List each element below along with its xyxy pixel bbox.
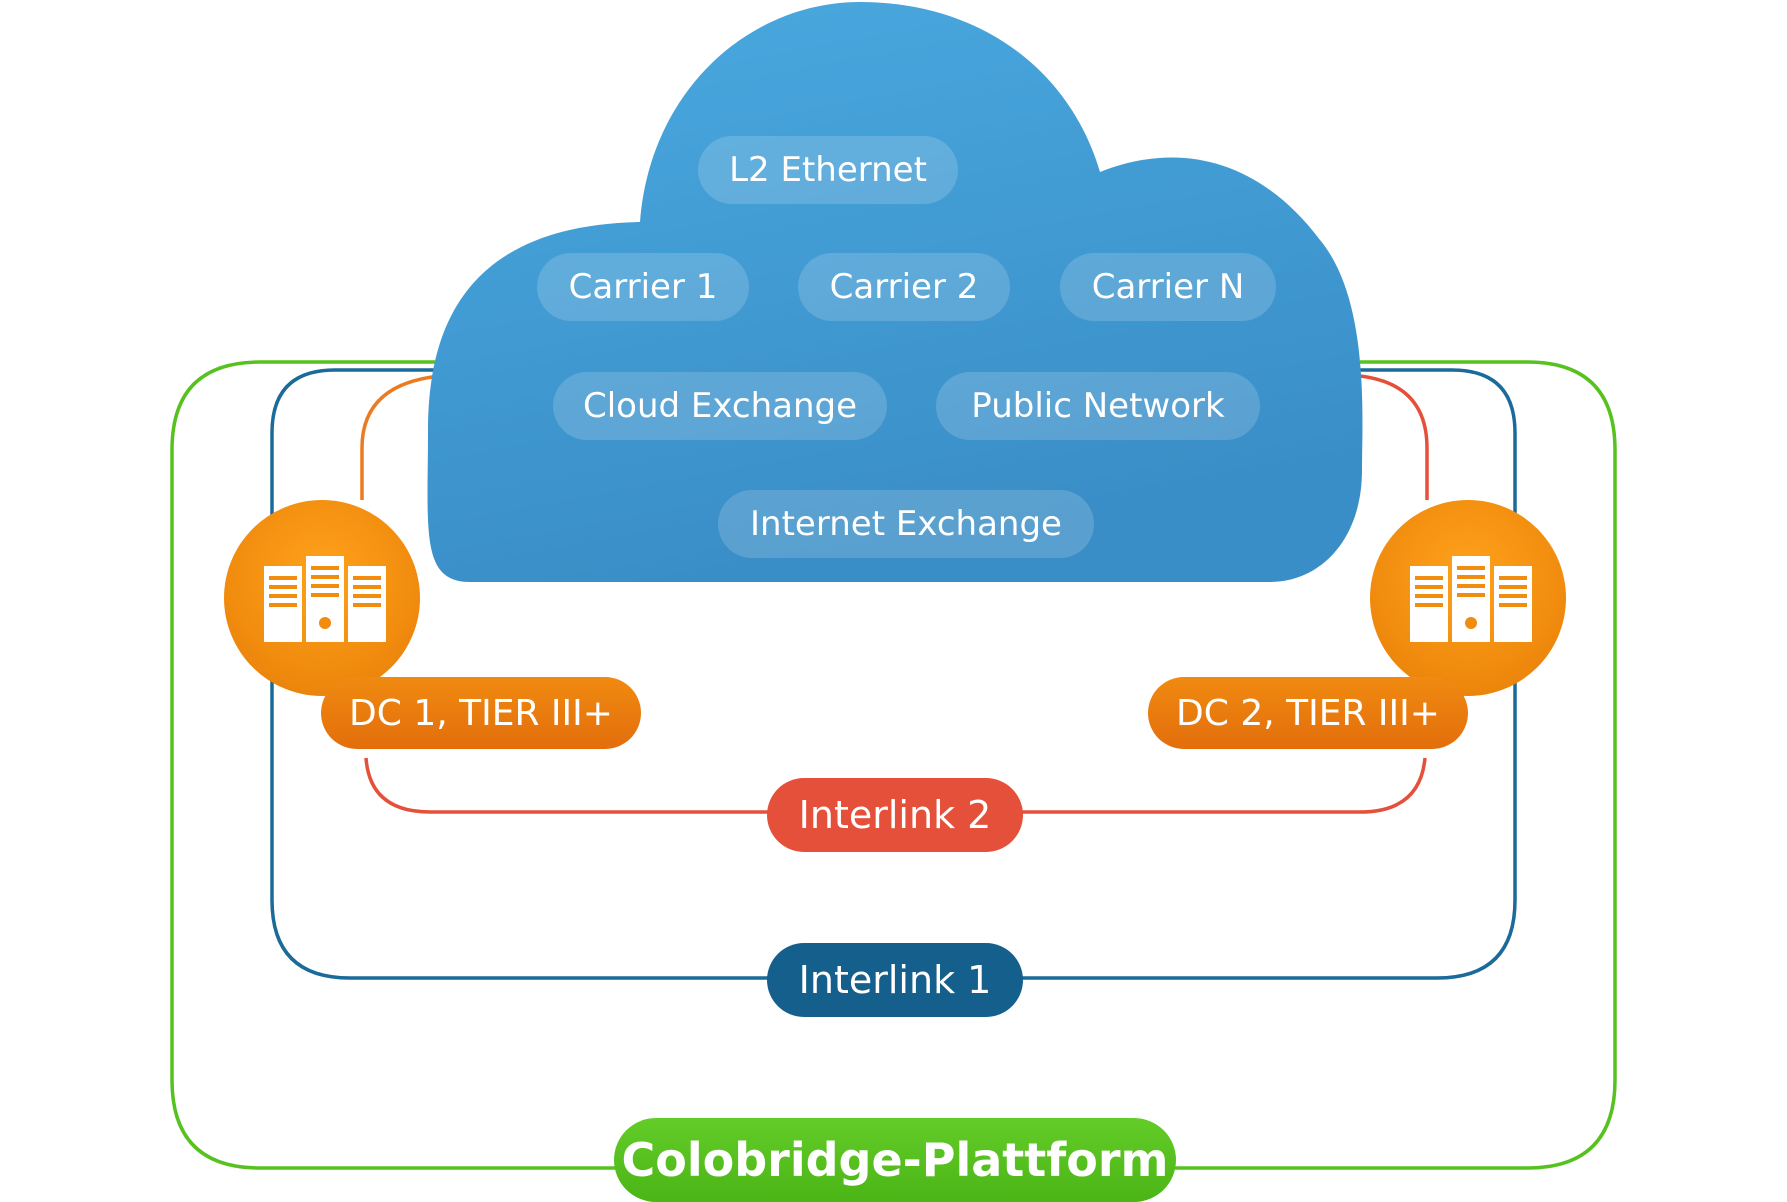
dc1-server-icon — [224, 500, 420, 696]
dc2-server-icon — [1370, 500, 1566, 696]
cloud-item-carrier-2: Carrier 2 — [798, 253, 1010, 321]
interlink1-label: Interlink 1 — [767, 943, 1023, 1017]
interlink2-line — [360, 374, 441, 500]
server-rack-icon — [1410, 556, 1532, 642]
dc2-label: DC 2, TIER III+ — [1148, 677, 1468, 749]
platform-label: Colobridge-Plattform — [614, 1118, 1176, 1202]
server-rack-icon — [264, 556, 386, 642]
cloud-item-l2-ethernet: L2 Ethernet — [698, 136, 958, 204]
cloud-item-carrier-1: Carrier 1 — [537, 253, 749, 321]
cloud-item-carrier-n: Carrier N — [1060, 253, 1276, 321]
dc1-label: DC 1, TIER III+ — [321, 677, 641, 749]
cloud-shape — [427, 2, 1363, 582]
interlink2-label: Interlink 2 — [767, 778, 1023, 852]
cloud-item-public-network: Public Network — [936, 372, 1260, 440]
cloud-item-internet-exchange: Internet Exchange — [718, 490, 1094, 558]
interlink2-line-right — [1359, 374, 1429, 500]
cloud-item-cloud-exchange: Cloud Exchange — [553, 372, 887, 440]
